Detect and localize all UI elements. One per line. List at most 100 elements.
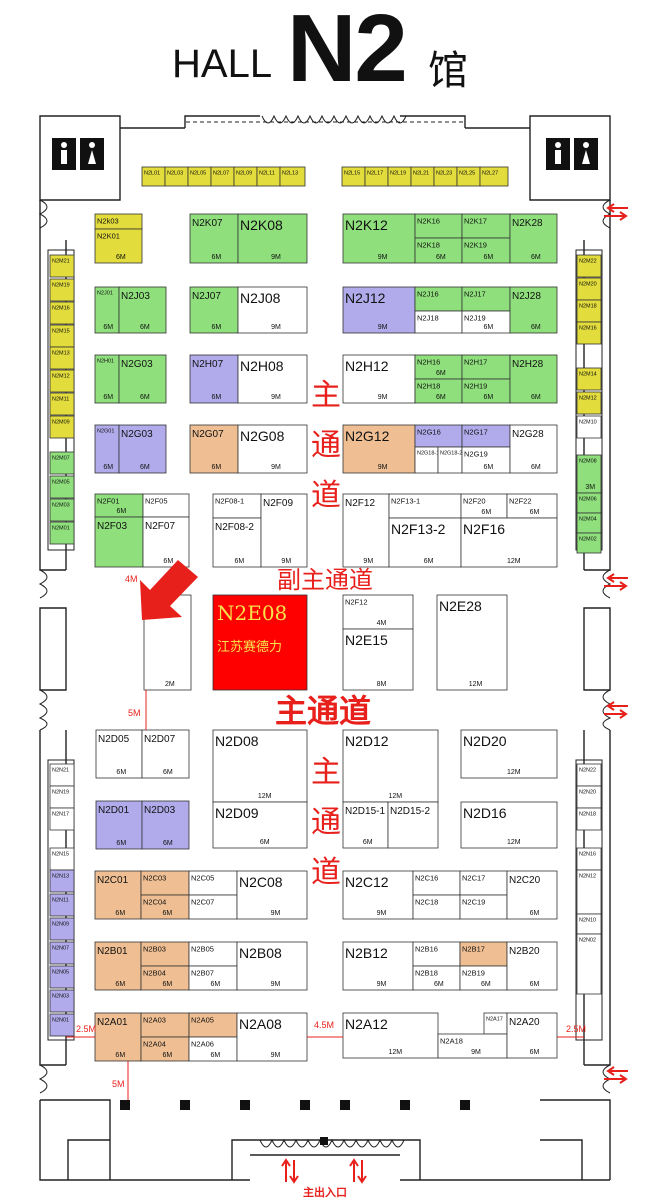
booth-n2n13[interactable]: N2N13 — [49, 869, 75, 893]
booth-n2l25[interactable]: N2L25 — [456, 166, 481, 187]
booth-n2l13[interactable]: N2L13 — [279, 166, 306, 187]
booth-n2a03[interactable]: N2A03 — [140, 1012, 190, 1038]
booth-n2n05[interactable]: N2N05 — [49, 965, 75, 989]
booth-n2n03[interactable]: N2N03 — [49, 989, 75, 1013]
booth-n2j17[interactable]: N2J17 — [461, 286, 511, 312]
booth-n2m15[interactable]: N2M15 — [49, 324, 75, 348]
booth-n2f05[interactable]: N2F05 — [142, 493, 190, 518]
booth-n2b16[interactable]: N2B16 — [412, 941, 461, 967]
booth-n2n15[interactable]: N2N15 — [49, 847, 75, 871]
booth-n2f13-2[interactable]: N2F13-26M — [388, 517, 462, 568]
booth-n2n17[interactable]: N2N17 — [49, 807, 75, 831]
booth-n2f03[interactable]: N2F03 — [94, 516, 144, 568]
booth-n2f08-1[interactable]: N2F08-1 — [212, 493, 262, 519]
booth-n2l03[interactable]: N2L03 — [164, 166, 189, 187]
booth-n2b05[interactable]: N2B05 — [188, 941, 238, 967]
booth-n2m20[interactable]: N2M20 — [576, 277, 602, 301]
booth-n2m07[interactable]: N2M07 — [49, 451, 75, 475]
booth-n2a05[interactable]: N2A05 — [188, 1012, 238, 1038]
booth-n2f08-2[interactable]: N2F08-26M — [212, 517, 262, 568]
booth-n2n16[interactable]: N2N16 — [576, 847, 602, 871]
booth-n2n12[interactable]: N2N12 — [576, 869, 602, 915]
booth-n2l11[interactable]: N2L11 — [256, 166, 281, 187]
booth-n2m22[interactable]: N2M22 — [576, 254, 602, 278]
booth-n2c03[interactable]: N2C03 — [140, 870, 190, 896]
booth-n2m21[interactable]: N2M21 — [49, 254, 75, 278]
booth-n2c18[interactable]: N2C18 — [412, 894, 461, 920]
booth-n2l23[interactable]: N2L23 — [433, 166, 458, 187]
booth-n2g17[interactable]: N2G17 — [461, 424, 511, 448]
booth-n2l01[interactable]: N2L01 — [141, 166, 166, 187]
booth-n2h17[interactable]: N2H17 — [461, 354, 511, 380]
booth-n2n02[interactable]: N2N02 — [576, 933, 602, 995]
booth-n2m16[interactable]: N2M16 — [576, 321, 602, 345]
booth-n2m12[interactable]: N2M12 — [49, 369, 75, 393]
booth-n2l19[interactable]: N2L19 — [387, 166, 412, 187]
booth-n2n22[interactable]: N2N22 — [576, 763, 602, 787]
booth-n2m02[interactable]: N2M02 — [576, 532, 602, 554]
booth-n2g16[interactable]: N2G16 — [414, 424, 463, 448]
booth-n2b17[interactable]: N2B17 — [459, 941, 508, 967]
booth-n2n09[interactable]: N2N09 — [49, 917, 75, 941]
booth-n2n21[interactable]: N2N21 — [49, 763, 75, 787]
booth-n2k16[interactable]: N2K16 — [414, 213, 463, 239]
booth-n2n01[interactable]: N2N01 — [49, 1013, 75, 1037]
booth-n2n20[interactable]: N2N20 — [576, 785, 602, 809]
booth-n2m01[interactable]: N2M01 — [49, 521, 75, 545]
booth-n2m10[interactable]: N2M10 — [576, 415, 602, 439]
booth-n2m12[interactable]: N2M12 — [576, 391, 602, 415]
booth-n2l17[interactable]: N2L17 — [364, 166, 389, 187]
booth-n2l09[interactable]: N2L09 — [233, 166, 258, 187]
booth-n2c19[interactable]: N2C19 — [459, 894, 508, 920]
booth-n2c17[interactable]: N2C17 — [459, 870, 508, 896]
booth-n2a17[interactable]: N2A17 — [483, 1012, 508, 1035]
booth-n2m13[interactable]: N2M13 — [49, 346, 75, 370]
booth-n2m11[interactable]: N2M11 — [49, 392, 75, 416]
